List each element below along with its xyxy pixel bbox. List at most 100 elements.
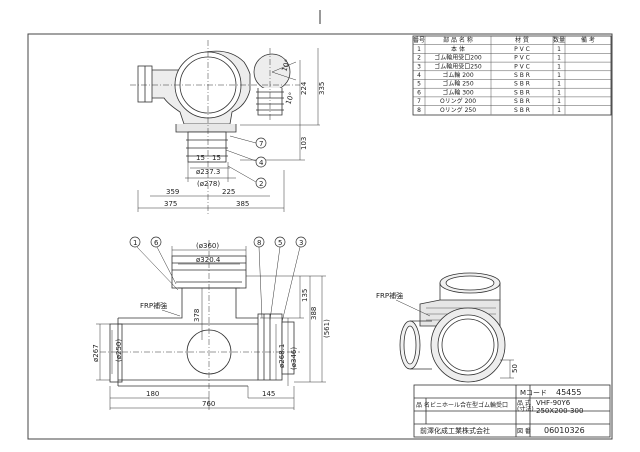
parts-cell-1-1: ゴム輪用受口200 xyxy=(434,54,482,62)
dim-359: 359 xyxy=(166,188,179,196)
parts-cell-3-0: 4 xyxy=(417,72,421,79)
balloon-4-label: 4 xyxy=(259,159,264,167)
balloon-6 xyxy=(150,236,162,248)
parts-cell-4-1: ゴム輪 250 xyxy=(442,80,474,88)
parts-cell-4-0: 5 xyxy=(417,81,421,88)
dim-phi267: ø267 xyxy=(92,344,100,362)
parts-table: 番号 部 品 名 称 材 質 数量 備 考 1 本 体 P V C 1 2 ゴム輪用受口200 P V… xyxy=(412,35,612,116)
parts-cell-0-2: P V C xyxy=(514,46,530,53)
name-value: ビニホール合在型ゴム輪受口 xyxy=(430,401,508,409)
parts-cell-7-2: S B R xyxy=(514,107,530,114)
parts-cell-4-2: S B R xyxy=(514,81,530,88)
mcode-label: Mコード xyxy=(520,389,547,397)
front-view-balloons xyxy=(129,236,307,248)
dim-225: 225 xyxy=(222,188,235,196)
docno-value: 06010326 xyxy=(544,426,585,435)
balloon-8 xyxy=(253,236,265,248)
parts-cell-3-3: 1 xyxy=(557,72,561,79)
parts-cell-5-2: S B R xyxy=(514,89,530,96)
balloon-2 xyxy=(255,177,267,189)
parts-header-0: 番号 xyxy=(413,37,425,44)
dim-385: 385 xyxy=(236,200,249,208)
parts-cell-0-0: 1 xyxy=(417,46,421,53)
sheet-border xyxy=(27,33,613,440)
model-label-sub: (寸法) xyxy=(517,405,534,413)
parts-cell-2-0: 3 xyxy=(417,63,421,70)
dim-angle-10: 10° xyxy=(280,58,292,72)
parts-cell-7-3: 1 xyxy=(557,107,561,114)
parts-cell-1-2: P V C xyxy=(514,55,530,62)
balloon-5 xyxy=(274,236,286,248)
dim-561: (561) xyxy=(323,319,331,338)
dim-180: 180 xyxy=(146,390,159,398)
model-value: VHF-90Y6 xyxy=(536,399,571,407)
dim-phi237: ø237.3 xyxy=(196,168,220,176)
balloon-3 xyxy=(295,236,307,248)
parts-cell-2-3: 1 xyxy=(557,63,561,70)
top-view xyxy=(130,40,320,215)
top-view-labels: 224 335 103 10° 10° 15 15 ø237.3 (ø278) … xyxy=(164,58,326,208)
dim-375: 375 xyxy=(164,200,177,208)
dim-760: 760 xyxy=(202,400,215,408)
parts-cell-6-2: S B R xyxy=(514,98,530,105)
dim-phi250: (ø250) xyxy=(115,339,123,362)
parts-cell-6-0: 7 xyxy=(417,98,421,105)
dim-15b: 15 xyxy=(212,154,221,162)
dim-15a: 15 xyxy=(196,154,205,162)
dim-50: 50 xyxy=(511,364,519,373)
parts-cell-2-1: ゴム輪用受口250 xyxy=(434,62,482,70)
balloon-7-label: 7 xyxy=(259,140,263,148)
parts-header-4: 備 考 xyxy=(581,36,595,44)
parts-cell-6-1: Oリング 200 xyxy=(440,97,476,105)
balloon-2-label: 2 xyxy=(259,180,263,188)
parts-cell-0-3: 1 xyxy=(557,46,561,53)
iso-view-labels: FRP補強 50 xyxy=(376,291,519,373)
docno-label: 図 番 xyxy=(517,428,531,435)
model-label: 品 式 xyxy=(517,399,531,407)
dim-phi268: ø268.1 xyxy=(278,344,286,368)
parts-cell-1-3: 1 xyxy=(557,55,561,62)
balloon-8-label: 8 xyxy=(257,239,261,247)
balloon-7 xyxy=(255,137,267,149)
title-block xyxy=(413,384,611,438)
mcode-value: 45455 xyxy=(556,388,581,397)
dim-phi346: (ø346) xyxy=(290,347,298,370)
dim-135: 135 xyxy=(301,289,309,302)
dim-224: 224 xyxy=(300,81,308,95)
parts-cell-6-3: 1 xyxy=(557,98,561,105)
dim-103: 103 xyxy=(300,137,308,150)
balloon-1 xyxy=(129,236,141,248)
dim-phi320: ø320.4 xyxy=(196,256,221,264)
parts-header-3: 数量 xyxy=(553,36,565,44)
parts-cell-1-0: 2 xyxy=(417,55,421,62)
name-label: 品 名 xyxy=(416,401,430,409)
top-view-balloons xyxy=(255,137,267,189)
parts-cell-5-0: 6 xyxy=(417,89,421,96)
front-view xyxy=(96,240,326,410)
frp-label-front: FRP補強 xyxy=(140,301,167,310)
parts-cell-3-2: S B R xyxy=(514,72,530,79)
company-name: 前澤化成工業株式会社 xyxy=(420,426,490,435)
top-view-balloon-labels: 7 4 2 xyxy=(259,140,264,188)
parts-cell-7-1: Oリング 250 xyxy=(440,106,476,114)
parts-header-1: 部 品 名 称 xyxy=(443,36,473,44)
parts-cell-0-1: 本 体 xyxy=(451,45,465,53)
balloon-6-label: 6 xyxy=(154,239,159,247)
dim-phi278: (ø278) xyxy=(197,180,220,188)
dim-145: 145 xyxy=(262,390,275,398)
parts-cell-3-1: ゴム輪 200 xyxy=(442,71,474,79)
dim-335: 335 xyxy=(318,82,326,95)
parts-cell-5-1: ゴム輪 300 xyxy=(442,88,474,96)
parts-header-2: 材 質 xyxy=(515,36,529,44)
balloon-5-label: 5 xyxy=(278,239,282,247)
balloon-1-label: 1 xyxy=(133,239,137,247)
dim-388: 388 xyxy=(310,307,318,320)
parts-cell-7-0: 8 xyxy=(417,107,421,114)
balloon-4 xyxy=(255,156,267,168)
parts-cell-5-3: 1 xyxy=(557,89,561,96)
model-size: 250X200-300 xyxy=(536,407,583,415)
parts-cell-2-2: P V C xyxy=(514,63,530,70)
iso-view xyxy=(395,272,514,383)
